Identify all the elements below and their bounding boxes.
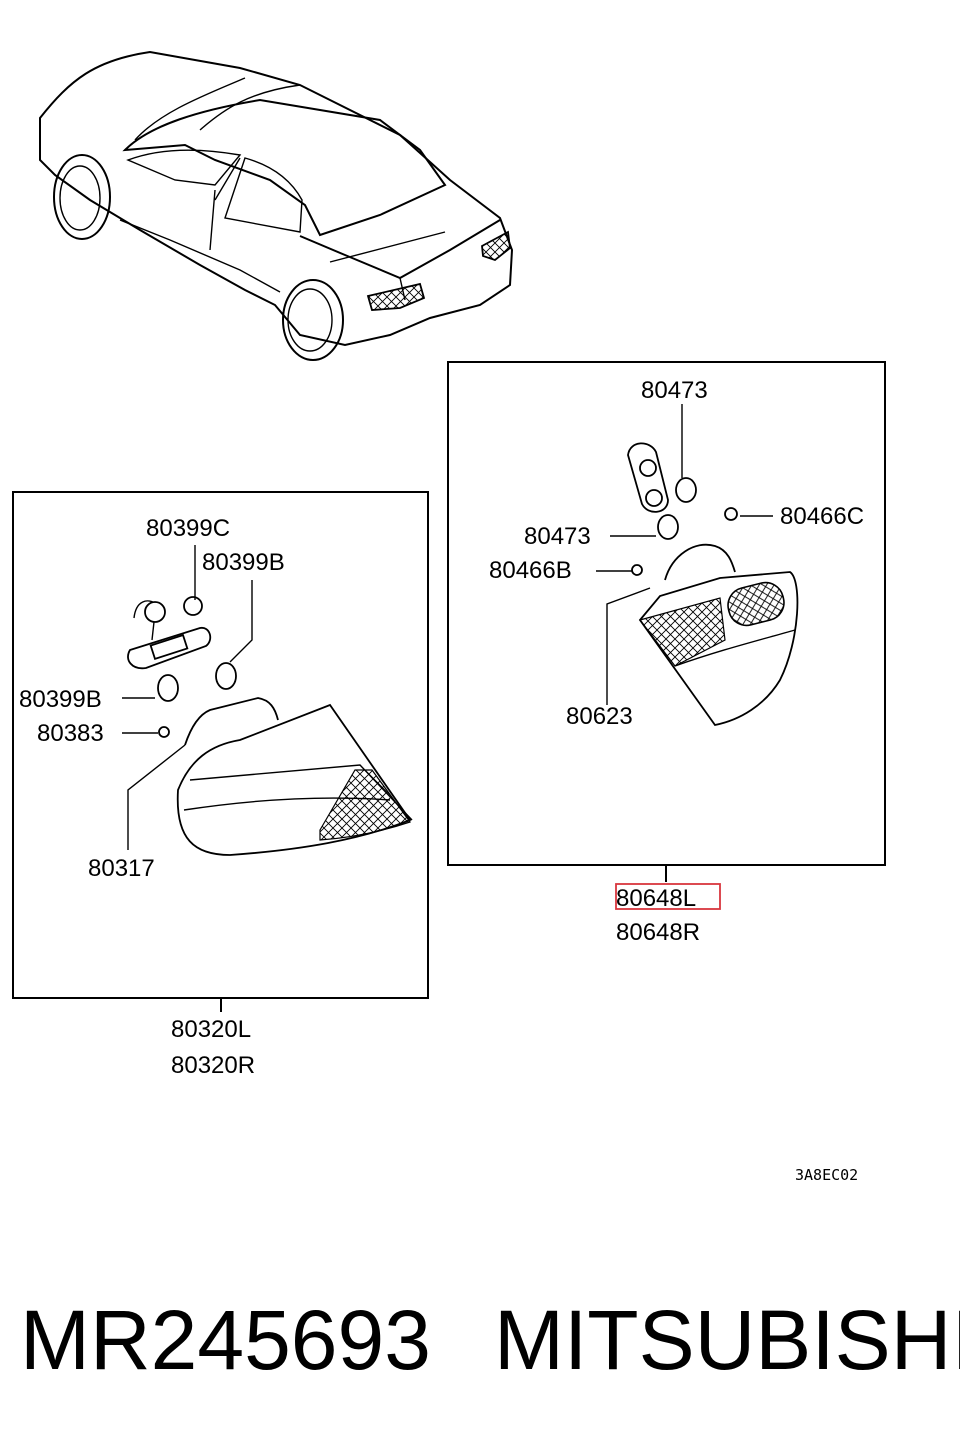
callout-80399c: 80399C xyxy=(146,515,230,542)
callout-80399b-lower: 80399B xyxy=(19,686,102,713)
assembly-80320l: 80320L xyxy=(171,1016,251,1043)
callout-80473-upper: 80473 xyxy=(641,377,708,404)
highlight-box xyxy=(615,883,721,910)
assembly-80648l-highlighted[interactable]: 80648L xyxy=(616,885,696,912)
callout-80399b-upper: 80399B xyxy=(202,549,285,576)
footer-brand: MITSUBISHI xyxy=(494,1293,960,1387)
callout-80466c: 80466C xyxy=(780,503,864,530)
car-illustration xyxy=(39,50,514,361)
callout-80466b: 80466B xyxy=(489,557,572,584)
assembly-80320r: 80320R xyxy=(171,1052,255,1079)
footer-part-number: MR245693 xyxy=(20,1293,431,1387)
assembly-80648r: 80648R xyxy=(616,919,700,946)
callout-80623: 80623 xyxy=(566,703,633,730)
diagram-code: 3A8EC02 xyxy=(795,1166,858,1184)
exploded-parts-diagram: 80399C 80399B 80399B 80383 80317 80320L … xyxy=(12,50,886,1184)
callout-80473-lower: 80473 xyxy=(524,523,591,550)
callout-80317: 80317 xyxy=(88,855,155,882)
callout-80383: 80383 xyxy=(37,720,104,747)
right-lamp-parts xyxy=(596,404,799,726)
left-lamp-parts xyxy=(122,545,413,856)
